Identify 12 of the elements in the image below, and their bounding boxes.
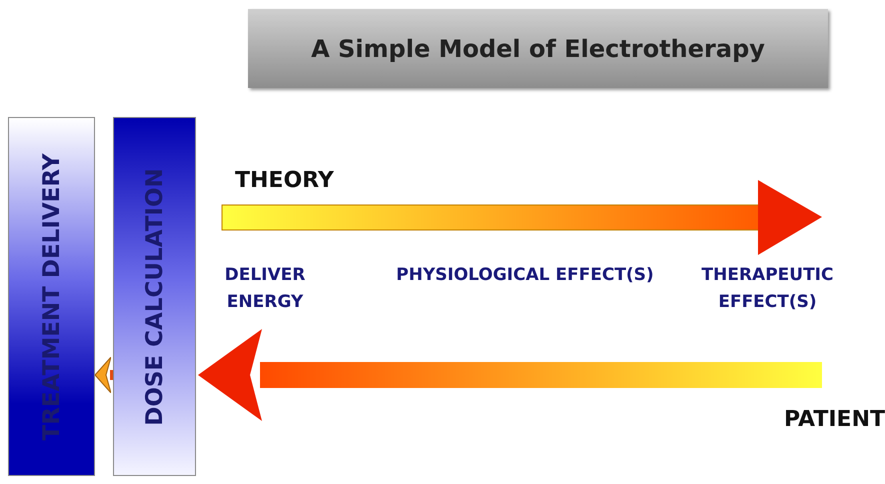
arrow: [94, 356, 113, 394]
vertical-bar: [8, 117, 95, 476]
text-label: DELIVER ENERGY: [224, 264, 306, 314]
bar-label: DOSE CALCULATION: [142, 168, 168, 426]
vertical-bar: [113, 117, 196, 476]
text-label: PATIENT: [782, 406, 885, 434]
bar-label: TREATMENT DELIVERY: [38, 153, 64, 440]
title-banner: A Simple Model of Electrotherapy: [248, 9, 828, 88]
arrow: [198, 329, 822, 421]
text-label: PHYSIOLOGICAL EFFECT(S): [395, 264, 655, 287]
text-label: THERAPEUTIC EFFECT(S): [700, 264, 834, 314]
text-label: THEORY: [235, 167, 335, 195]
